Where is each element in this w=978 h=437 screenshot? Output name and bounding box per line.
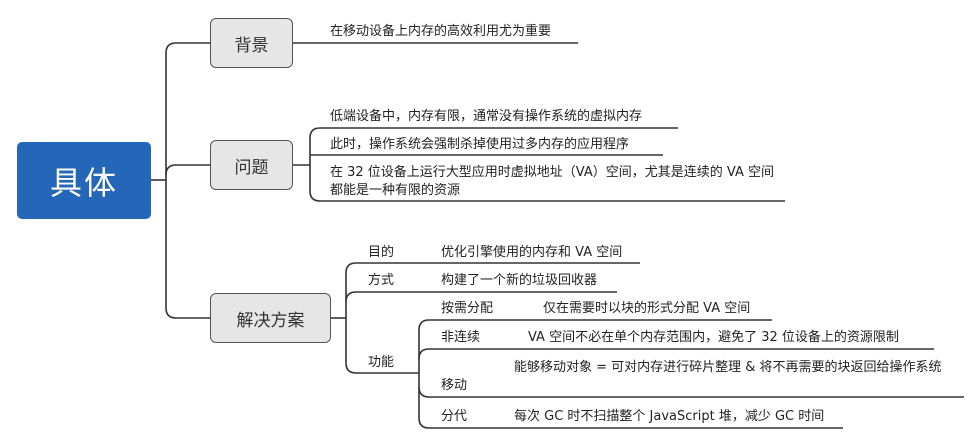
bracket-solution bbox=[345, 262, 419, 374]
function-noncontiguous-label: 非连续 bbox=[441, 330, 481, 345]
connector-solution-method bbox=[345, 291, 617, 303]
function-move-text: 能够移动对象 = 可对内存进行碎片整理 & 将不再需要的块返回给操作系统 bbox=[514, 360, 942, 375]
node-problem[interactable]: 问题 bbox=[210, 140, 293, 190]
function-move-label: 移动 bbox=[441, 378, 468, 393]
function-ondemand-label: 按需分配 bbox=[441, 301, 494, 316]
connector-function-noncontiguous bbox=[418, 348, 934, 360]
problem-item-1: 低端设备中，内存有限，通常没有操作系统的虚拟内存 bbox=[330, 109, 643, 124]
node-background-label: 背景 bbox=[234, 35, 269, 56]
connector-to-problem bbox=[165, 164, 210, 176]
problem-item-2: 此时，操作系统会强制杀掉使用过多内存的应用程序 bbox=[330, 137, 630, 152]
background-item-1: 在移动设备上内存的高效利用尤为重要 bbox=[330, 24, 552, 39]
node-solution-label: 解决方案 bbox=[236, 310, 305, 331]
root-node[interactable]: 具体 bbox=[17, 142, 151, 219]
solution-purpose-label: 目的 bbox=[368, 245, 395, 260]
solution-method-text: 构建了一个新的垃圾回收器 bbox=[441, 273, 598, 288]
node-background[interactable]: 背景 bbox=[210, 18, 293, 68]
function-ondemand-text: 仅在需要时以块的形式分配 VA 空间 bbox=[543, 301, 751, 316]
connector-trunk-top bbox=[165, 42, 210, 319]
solution-function-label: 功能 bbox=[368, 355, 395, 370]
problem-item-3: 在 32 位设备上运行大型应用时虚拟地址（VA）空间，尤其是连续的 VA 空间都… bbox=[330, 165, 774, 198]
connector-function-move bbox=[418, 386, 964, 398]
node-problem-label: 问题 bbox=[234, 157, 269, 178]
function-noncontiguous-text: VA 空间不必在单个内存范围内，避免了 32 位设备上的资源限制 bbox=[528, 330, 899, 345]
bracket-function bbox=[418, 319, 843, 429]
function-generational-label: 分代 bbox=[441, 409, 468, 424]
node-solution[interactable]: 解决方案 bbox=[210, 293, 331, 343]
bracket-problem bbox=[309, 127, 785, 202]
root-label: 具体 bbox=[49, 163, 118, 202]
solution-purpose-text: 优化引擎使用的内存和 VA 空间 bbox=[441, 245, 623, 260]
function-generational-text: 每次 GC 时不扫描整个 JavaScript 堆，减少 GC 时间 bbox=[514, 409, 825, 424]
solution-method-label: 方式 bbox=[368, 273, 395, 288]
